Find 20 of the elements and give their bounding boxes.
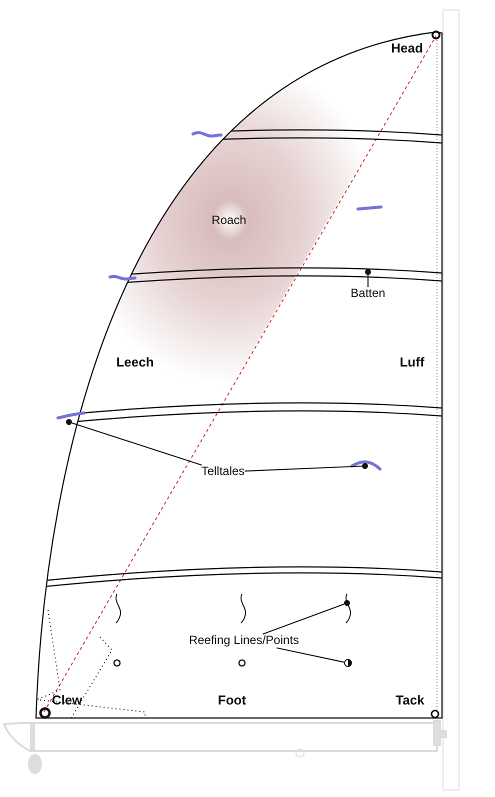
telltales-label: Telltales bbox=[201, 465, 245, 479]
telltale-point bbox=[66, 419, 72, 425]
leader-line bbox=[367, 275, 369, 288]
reefing-label: Reefing Lines/Points bbox=[188, 634, 300, 648]
leader-line bbox=[244, 466, 362, 472]
leech-label: Leech bbox=[116, 356, 154, 370]
foot-label: Foot bbox=[218, 694, 246, 708]
reefing-point-grommet bbox=[344, 659, 352, 667]
leader-line bbox=[276, 647, 344, 663]
clew-label: Clew bbox=[52, 694, 82, 708]
tack-label: Tack bbox=[396, 694, 424, 708]
roach-label: Roach bbox=[212, 214, 246, 228]
batten-point bbox=[365, 269, 371, 275]
leader-line bbox=[262, 604, 344, 635]
leader-line bbox=[72, 422, 202, 466]
reefing-line-point bbox=[344, 600, 350, 606]
telltale-point bbox=[362, 463, 368, 469]
head-label: Head bbox=[391, 42, 423, 56]
batten-label: Batten bbox=[350, 287, 386, 301]
luff-label: Luff bbox=[400, 356, 424, 370]
